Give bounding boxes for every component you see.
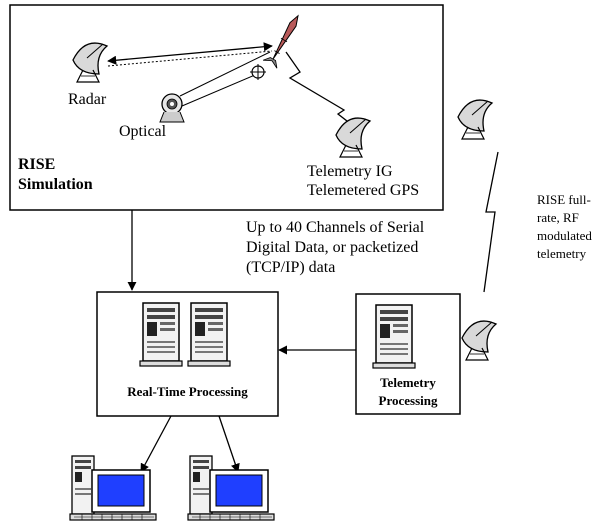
telemetry-processing-label-line1: Telemetry: [380, 375, 436, 390]
simulation-box: [9, 4, 444, 211]
radar-return-line: [107, 50, 273, 67]
optical-label: Optical: [119, 123, 167, 140]
workstation-left-arrow: [140, 415, 172, 473]
ground-dish-icon: [461, 320, 497, 361]
receive-dish-icon: [457, 99, 493, 140]
realtime-server-left-icon: [139, 302, 183, 367]
simulation-title-line1: RISE: [18, 156, 56, 173]
crosshair-icon: [250, 64, 266, 80]
optical-sight-line-lower: [181, 74, 256, 107]
rf-label-line4: telemetry: [537, 246, 587, 261]
telemetry-server-icon: [372, 304, 416, 369]
telemetered-gps-label: Telemetered GPS: [307, 182, 420, 199]
realtime-processing-box: [96, 291, 279, 417]
data-link-label-line2: Digital Data, or packetized: [246, 239, 419, 256]
realtime-processing-label: Real-Time Processing: [127, 384, 248, 399]
data-link-label-line3: (TCP/IP) data: [246, 259, 336, 276]
missile-icon: [262, 14, 299, 69]
optical-camera-icon: [159, 93, 185, 123]
workstation-left-icon: [69, 455, 157, 521]
workstation-right-icon: [187, 455, 275, 521]
telemetry-ig-label: Telemetry IG: [307, 163, 393, 180]
radar-track-line: [107, 42, 273, 65]
realtime-server-right-icon: [187, 302, 231, 367]
rf-label-line2: rate, RF: [537, 210, 579, 225]
rf-label-line3: modulated: [537, 228, 592, 243]
telemetry-processing-label-line2: Processing: [378, 393, 438, 408]
simulation-title-line2: Simulation: [18, 176, 93, 193]
radar-label: Radar: [68, 91, 107, 108]
optical-sight-line-upper: [179, 51, 271, 97]
workstation-right-arrow: [218, 415, 240, 473]
telemetry-rf-link: [285, 51, 357, 129]
rf-lightning-link: [483, 151, 499, 293]
rf-label-line1: RISE full-: [537, 192, 591, 207]
data-link-label-line1: Up to 40 Channels of Serial: [246, 219, 425, 236]
